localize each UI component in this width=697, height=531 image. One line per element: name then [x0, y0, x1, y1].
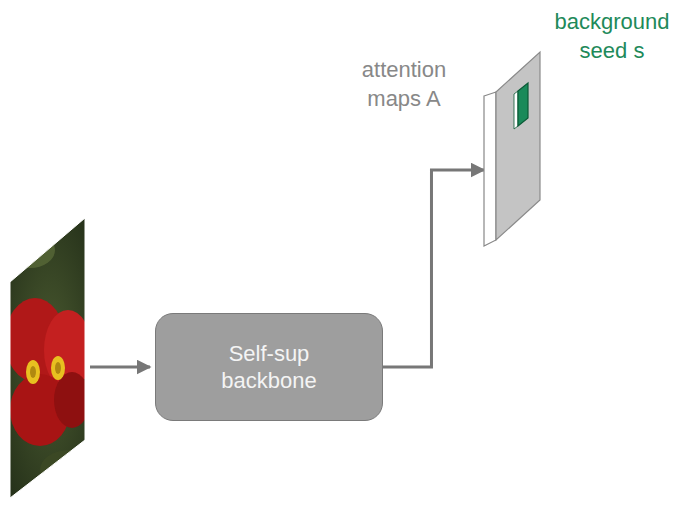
input-arrow [90, 366, 150, 369]
seed-label: background seed s [528, 8, 696, 65]
process-box: Self-sup backbone [155, 313, 383, 421]
seed-patch [518, 83, 528, 126]
flower-photo [0, 210, 100, 510]
plane-label: attention maps A [332, 56, 476, 113]
feature-map-plane: attention maps A [484, 50, 542, 250]
box-label: Self-sup backbone [209, 340, 329, 395]
plane-shape [484, 50, 542, 250]
connector-arrow [383, 170, 484, 367]
